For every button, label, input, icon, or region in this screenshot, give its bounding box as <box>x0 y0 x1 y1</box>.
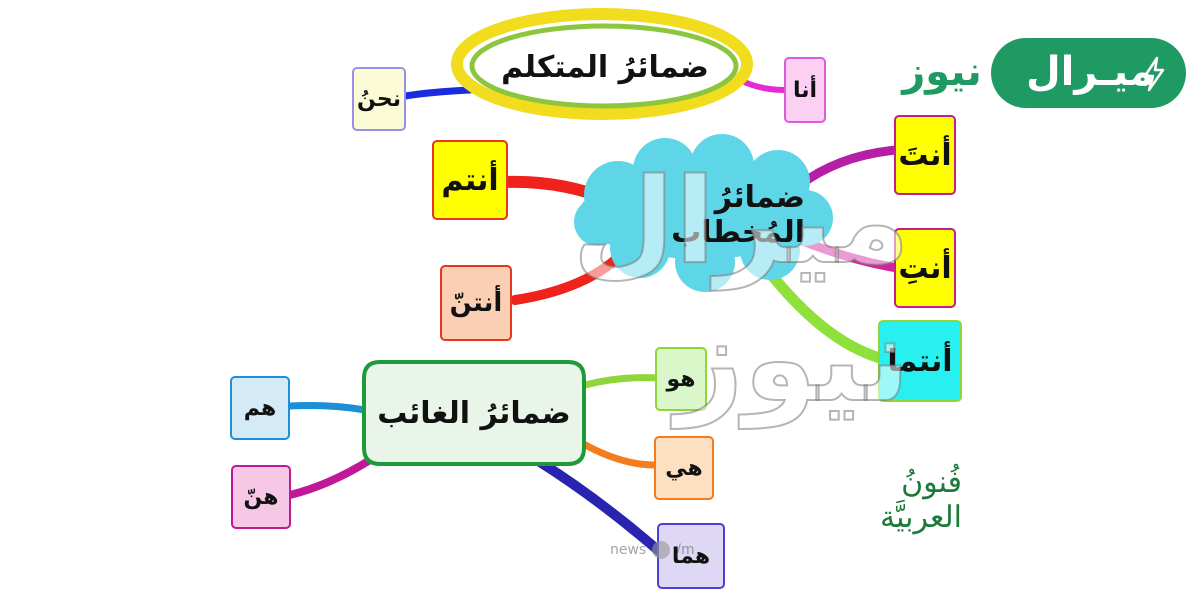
addressee-label: ضمائرُ المُخطاب <box>671 180 805 250</box>
absent-label: ضمائرُ الغائب <box>377 395 571 431</box>
pronoun-ana: أنا <box>784 57 826 123</box>
absent-bubble <box>362 360 586 466</box>
publisher-logo: فُنونُ العربيَّة <box>880 465 962 535</box>
site-name-part1: ميـرال <box>1025 49 1155 95</box>
pronoun-antunna: أنتنّ <box>440 265 512 341</box>
pronoun-huma: هما <box>657 523 725 589</box>
pronoun-hiya: هي <box>654 436 714 500</box>
pronoun-huwa: هو <box>655 347 707 411</box>
branch-huma <box>535 457 665 557</box>
branch-hunna <box>286 456 374 499</box>
pronoun-anti: أنتِ <box>894 228 956 308</box>
speaker-ring-inner <box>469 23 739 109</box>
speaker-label: ضمائرُ المتكلم <box>501 49 709 85</box>
branch-anta <box>795 145 902 190</box>
pronoun-antuma: أنتما <box>878 320 962 402</box>
pronoun-nahnu: نحنُ <box>352 67 406 131</box>
site-logo: نيوز ميـرال <box>893 36 1186 110</box>
pronoun-antum: أنتم <box>432 140 508 220</box>
site-name-part2: نيوز <box>902 49 982 95</box>
watermark-logo-icon <box>652 541 671 559</box>
pronoun-hunna: هنّ <box>231 465 291 529</box>
branch-ana <box>737 77 788 93</box>
branch-hum <box>286 402 369 414</box>
addressee-cloud <box>574 134 833 292</box>
site-name-pill: ميـرال <box>991 38 1186 108</box>
branch-hiya <box>576 438 659 469</box>
pronoun-hum: هم <box>230 376 290 440</box>
watermark-url-text: news <box>610 542 647 558</box>
watermark-url-suffix: /m <box>676 542 695 558</box>
pronoun-anta: أنتَ <box>894 115 956 195</box>
watermark-url: news /m <box>610 539 760 561</box>
branch-nahnu <box>401 86 474 100</box>
lightning-bolt-icon <box>1143 56 1165 92</box>
branch-huwa <box>581 374 662 389</box>
branch-antunna <box>510 255 620 305</box>
